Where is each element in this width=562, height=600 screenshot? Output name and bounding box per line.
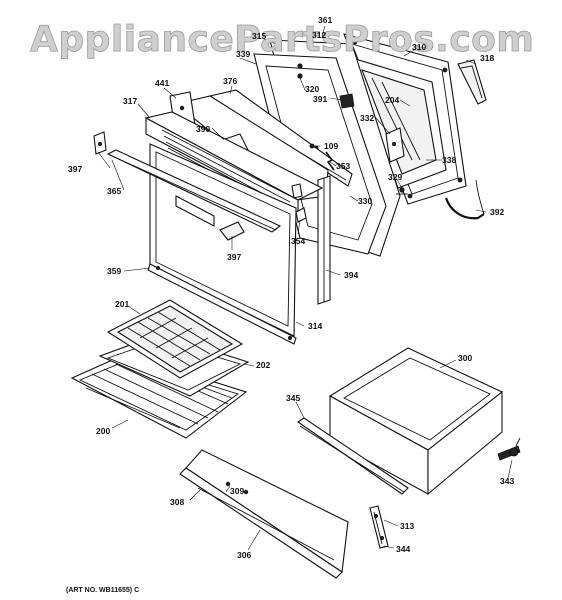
callout-354: 354 xyxy=(291,236,305,246)
callout-359: 359 xyxy=(107,266,121,276)
callout-310: 310 xyxy=(412,42,426,52)
callout-339: 339 xyxy=(236,49,250,59)
callout-315: 315 xyxy=(252,31,266,41)
screw-320 xyxy=(297,73,303,79)
callout-306: 306 xyxy=(237,550,251,560)
callout-344: 344 xyxy=(396,544,410,554)
callout-320: 320 xyxy=(305,84,319,94)
roller-343 xyxy=(497,437,521,461)
storage-drawer-300 xyxy=(328,347,504,496)
vent-trim-317 xyxy=(144,111,324,217)
clip-354 xyxy=(295,207,307,223)
handle-clip-397 xyxy=(175,195,245,241)
callout-317: 317 xyxy=(123,96,137,106)
watermark: AppliancePartsPros.com xyxy=(30,19,534,60)
screw-309 xyxy=(225,481,231,487)
callout-308: 308 xyxy=(170,497,184,507)
callout-353: 353 xyxy=(336,161,350,171)
callout-332: 332 xyxy=(360,113,374,123)
callout-312: 312 xyxy=(312,30,326,40)
callout-330: 330 xyxy=(358,196,372,206)
callout-394: 394 xyxy=(344,270,358,280)
callout-329: 329 xyxy=(388,172,402,182)
callout-313: 313 xyxy=(400,521,414,531)
callout-200: 200 xyxy=(96,426,110,436)
callout-391: 391 xyxy=(313,94,327,104)
oven-rack-200 xyxy=(70,353,248,439)
door-hinge-332 xyxy=(385,127,405,163)
callout-201: 201 xyxy=(115,299,129,309)
callout-361: 361 xyxy=(318,15,332,25)
callout-392: 392 xyxy=(490,207,504,217)
callout-202: 202 xyxy=(256,360,270,370)
callout-labels: 361 315 312 310 318 339 441 376 320 391 … xyxy=(68,15,514,560)
callout-318: 318 xyxy=(480,53,494,63)
drawer-rail-344 xyxy=(369,505,389,549)
callout-397a: 397 xyxy=(68,164,82,174)
screw-109 xyxy=(309,143,315,149)
callout-345: 345 xyxy=(286,393,300,403)
door-handle-365 xyxy=(106,149,282,233)
callout-376: 376 xyxy=(223,76,237,86)
callout-441: 441 xyxy=(155,78,169,88)
callout-314: 314 xyxy=(308,321,322,331)
callout-397b: 397 xyxy=(227,252,241,262)
callout-390: 390 xyxy=(196,124,210,134)
callout-109: 109 xyxy=(324,141,338,151)
door-gasket-392 xyxy=(444,197,485,220)
side-trim-394 xyxy=(317,175,331,305)
callout-309: 309 xyxy=(230,486,244,496)
callout-204: 204 xyxy=(385,95,399,105)
outer-door-glass xyxy=(149,143,297,337)
callout-365: 365 xyxy=(107,186,121,196)
callout-343: 343 xyxy=(500,476,514,486)
broiler-pan-201 xyxy=(106,299,244,379)
drawer-slide-345 xyxy=(297,417,409,495)
art-number-caption: (ART NO. WB11655) C xyxy=(66,587,139,594)
spring-353 xyxy=(325,151,335,171)
callout-338: 338 xyxy=(442,155,456,165)
callout-300: 300 xyxy=(458,353,472,363)
bracket-391 xyxy=(339,93,355,109)
leader-lines xyxy=(97,25,513,551)
drawer-front-306 xyxy=(179,449,349,579)
side-screw-397 xyxy=(93,131,107,155)
